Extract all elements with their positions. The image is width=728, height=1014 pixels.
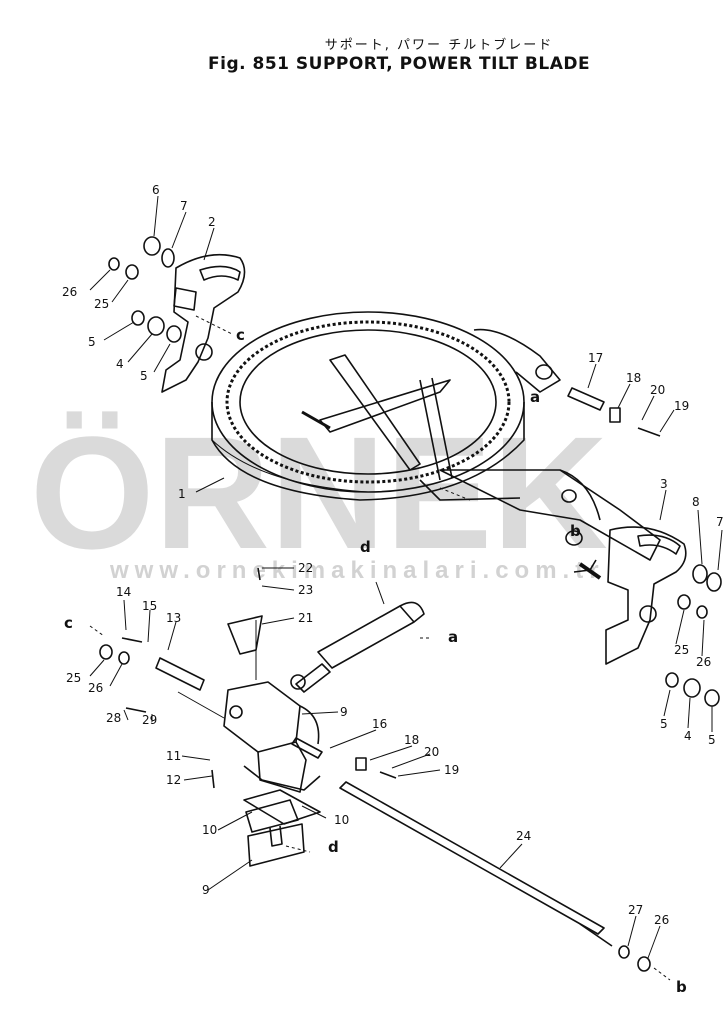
callout-5: 5: [660, 717, 668, 731]
figure-title: Fig. 851 SUPPORT, POWER TILT BLADE: [208, 54, 591, 74]
callout-24: 24: [516, 829, 531, 843]
callout-12: 12: [166, 773, 181, 787]
tie-rod: [339, 781, 613, 947]
callout-26: 26: [696, 655, 711, 669]
reference-arrows: [89, 315, 671, 981]
plate-10: [243, 789, 321, 825]
ref-d: d: [360, 538, 371, 556]
callout-labels: 6 7 2 26 25 5 4 5 1 3 8 7 25 26 5 4 5 17…: [62, 183, 724, 927]
callout-25: 26: [654, 913, 669, 927]
pin-16: [291, 737, 323, 759]
bar-13: [155, 657, 205, 691]
callout-6: 7: [716, 515, 724, 529]
watermark-brand: ÖRNEK: [30, 403, 608, 582]
callout-9-label: 9: [202, 883, 210, 897]
ref-a: a: [448, 628, 458, 646]
callout-17: 17: [588, 351, 603, 365]
callout-11: 11: [166, 749, 181, 763]
pin-17: [567, 387, 605, 411]
reference-letters: c a d b a c d b: [64, 326, 687, 996]
ref-b: b: [676, 978, 687, 996]
leader-lines: [89, 195, 723, 959]
callout-14: 14: [116, 585, 131, 599]
frame-arm: [419, 328, 661, 561]
callout-18: 18: [626, 371, 641, 385]
callout-19: 19: [444, 763, 459, 777]
callout-26: 26: [62, 285, 77, 299]
callout-7: 8: [692, 495, 700, 509]
plate-21: [227, 615, 263, 655]
bracket-left: [161, 253, 246, 393]
callout-28: 29: [142, 713, 157, 727]
callout-4: 4: [684, 729, 692, 743]
callout-16: 16: [372, 717, 387, 731]
ref-c: c: [64, 614, 73, 632]
callout-25: 25: [674, 643, 689, 657]
bushings: [99, 236, 722, 972]
callout-10: 10: [334, 813, 349, 827]
ref-b: b: [570, 522, 581, 540]
callout-5: 5: [708, 733, 716, 747]
figure-title-japanese: サポート, パワー チルトブレード: [324, 38, 554, 53]
callout-20: 20: [650, 383, 665, 397]
callout-26: 26: [88, 681, 103, 695]
inner-brace: [301, 354, 453, 481]
callout-5: 5: [140, 369, 148, 383]
callout-10: 10: [202, 823, 217, 837]
callout-1: 1: [178, 487, 186, 501]
ring-gear: [211, 311, 525, 501]
callout-3: 3: [660, 477, 668, 491]
callout-15: 15: [142, 599, 157, 613]
callout-22: 22: [298, 561, 313, 575]
callout-8: 9: [340, 705, 348, 719]
callout-27: 28: [106, 711, 121, 725]
callout-25: 25: [94, 297, 109, 311]
callout-23: 23: [298, 583, 313, 597]
cylinder: [290, 601, 425, 693]
ref-d: d: [328, 838, 339, 856]
support-block: [223, 681, 321, 793]
callout-7: 7: [180, 199, 188, 213]
callout-6: 6: [152, 183, 160, 197]
ref-c: c: [236, 326, 245, 344]
callout-13: 13: [166, 611, 181, 625]
callout-18: 18: [404, 733, 419, 747]
ref-a: a: [530, 388, 540, 406]
bracket-right: [573, 526, 687, 665]
watermark-url: www.ornekimakinalari.com.tr: [109, 557, 605, 584]
callout-4: 4: [116, 357, 124, 371]
callout-25: 25: [66, 671, 81, 685]
callout-5: 5: [88, 335, 96, 349]
watermark: ÖRNEK www.ornekimakinalari.com.tr: [30, 403, 608, 584]
callout-20: 20: [424, 745, 439, 759]
block-9: [247, 823, 305, 867]
callout-21: 21: [298, 611, 313, 625]
callout-19: 19: [674, 399, 689, 413]
callout-26: 27: [628, 903, 643, 917]
callout-2: 2: [208, 215, 216, 229]
